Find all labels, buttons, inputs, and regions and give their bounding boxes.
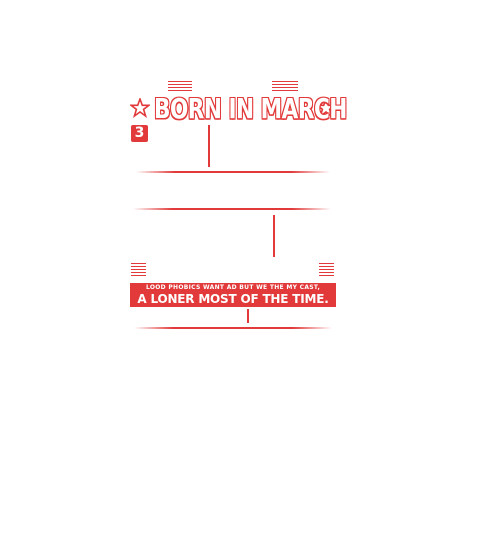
divider-vertical-1 bbox=[208, 125, 210, 167]
banner-stripes-right bbox=[319, 263, 334, 276]
banner-stripes-left bbox=[131, 263, 146, 276]
divider-vertical-3 bbox=[247, 309, 249, 323]
title-stripes-right bbox=[272, 81, 298, 91]
divider-horizontal-1 bbox=[136, 171, 330, 173]
star-icon bbox=[130, 98, 150, 118]
star-icon bbox=[316, 98, 336, 118]
number-badge: 3 bbox=[131, 125, 148, 142]
banner-small-text: LOOD PHOBICS WANT AD BUT WE THE MY CAST, bbox=[145, 284, 321, 291]
quote-banner: LOOD PHOBICS WANT AD BUT WE THE MY CAST,… bbox=[130, 283, 336, 307]
title-text: BORN IN MARCH bbox=[154, 92, 347, 126]
divider-horizontal-2 bbox=[133, 208, 331, 210]
banner-large-text: A LONER MOST OF THE TIME. bbox=[137, 292, 329, 306]
divider-vertical-2 bbox=[273, 215, 275, 257]
title-stripes-left bbox=[168, 81, 192, 91]
divider-horizontal-3 bbox=[134, 327, 332, 329]
